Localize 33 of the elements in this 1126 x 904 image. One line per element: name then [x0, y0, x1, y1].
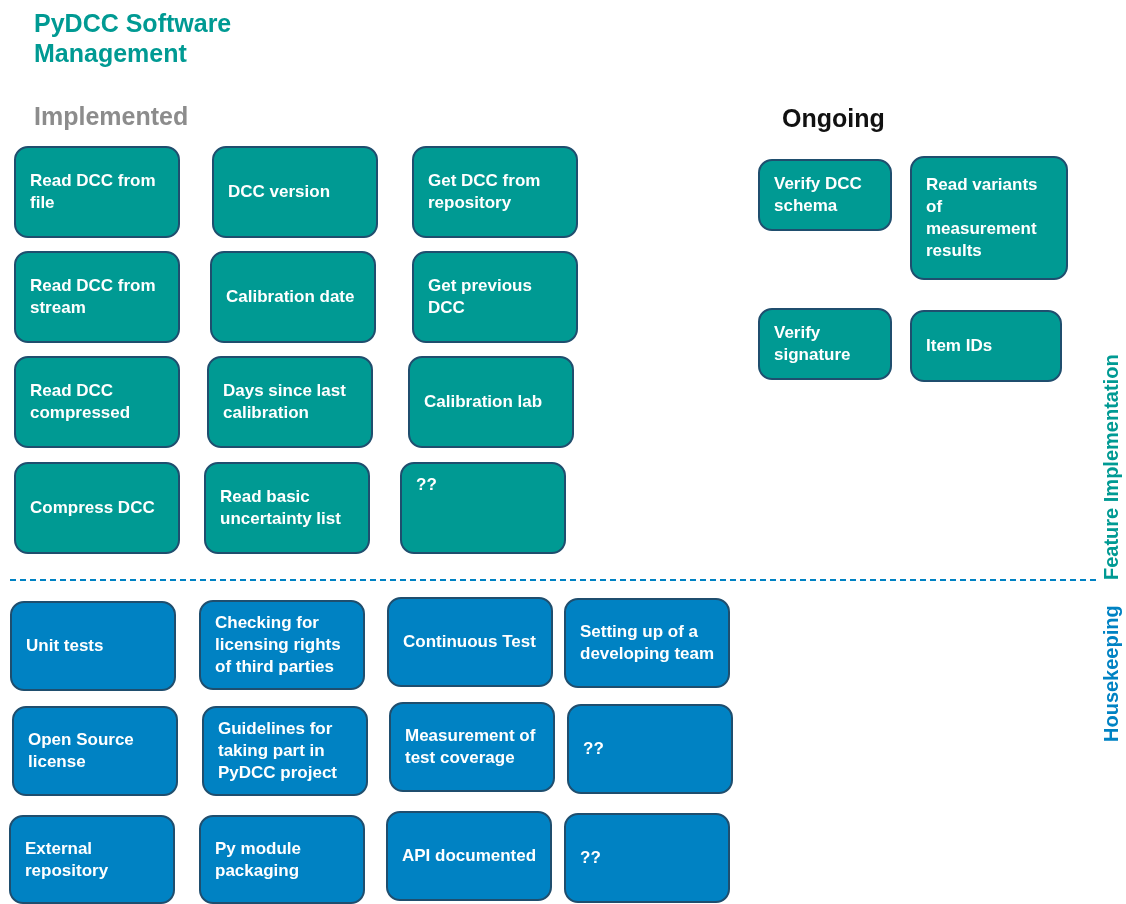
task-card: Read variants of measurement results — [910, 156, 1068, 280]
task-card: Item IDs — [910, 310, 1062, 382]
task-card: ?? — [400, 462, 566, 554]
task-card: Measurement of test coverage — [389, 702, 555, 792]
side-label: Feature Implementation — [1100, 353, 1123, 580]
task-card: Days since last calibration — [207, 356, 373, 448]
task-card: Guidelines for taking part in PyDCC project — [202, 706, 368, 796]
task-card: Py module packaging — [199, 815, 365, 904]
task-card: Unit tests — [10, 601, 176, 691]
task-card: External repository — [9, 815, 175, 904]
section-heading: Implemented — [34, 102, 189, 131]
task-card: Read DCC from file — [14, 146, 180, 238]
task-card: Read basic uncertainty list — [204, 462, 370, 554]
task-card: Read DCC compressed — [14, 356, 180, 448]
task-card: Get DCC from repository — [412, 146, 578, 238]
task-card: DCC version — [212, 146, 378, 238]
task-card: ?? — [564, 813, 730, 903]
task-card: Compress DCC — [14, 462, 180, 554]
task-card: Read DCC from stream — [14, 251, 180, 343]
section-heading: Ongoing — [782, 104, 885, 133]
task-card: Open Source license — [12, 706, 178, 796]
task-card: Setting up of a developing team — [564, 598, 730, 688]
task-card: Verify DCC schema — [758, 159, 892, 231]
task-card: ?? — [567, 704, 733, 794]
task-card: Calibration lab — [408, 356, 574, 448]
side-label: Housekeeping — [1100, 604, 1123, 742]
task-card: Get previous DCC — [412, 251, 578, 343]
title: PyDCC Software Management — [34, 8, 233, 68]
task-card: Verify signature — [758, 308, 892, 380]
task-card: Checking for licensing rights of third parties — [199, 600, 365, 690]
task-card: Calibration date — [210, 251, 376, 343]
task-card: Continuous Test — [387, 597, 553, 687]
task-card: API documented — [386, 811, 552, 901]
